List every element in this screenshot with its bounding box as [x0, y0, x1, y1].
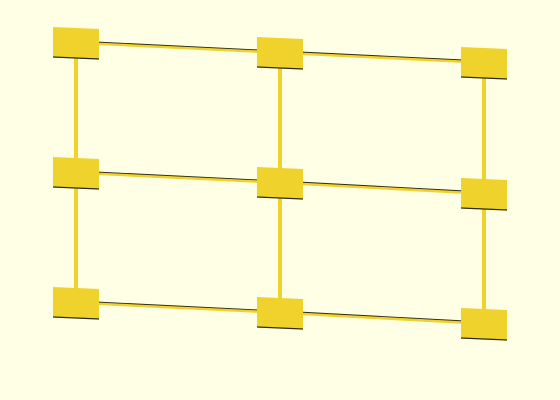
- horizontal-beam: [75, 300, 281, 314]
- grid-node: [256, 297, 304, 330]
- grid-node: [460, 47, 508, 80]
- horizontal-beam: [75, 40, 281, 54]
- grid-node: [460, 178, 508, 211]
- grid-node: [52, 287, 100, 320]
- grid-node: [52, 157, 100, 190]
- beams-layer: [74, 40, 486, 325]
- horizontal-beam: [279, 310, 485, 325]
- vertical-beam: [482, 62, 486, 193]
- horizontal-beam: [75, 170, 281, 184]
- vertical-beam: [74, 172, 78, 302]
- vertical-beam: [482, 193, 486, 323]
- grid-node: [256, 37, 304, 70]
- grid-node: [256, 167, 304, 200]
- horizontal-beam: [279, 50, 485, 64]
- vertical-beam: [278, 182, 282, 312]
- vertical-beam: [74, 42, 78, 172]
- grid-node: [52, 27, 100, 60]
- grid-node: [460, 308, 508, 341]
- nodes-layer: [52, 27, 508, 341]
- horizontal-beam: [279, 180, 485, 195]
- vertical-beam: [278, 52, 282, 182]
